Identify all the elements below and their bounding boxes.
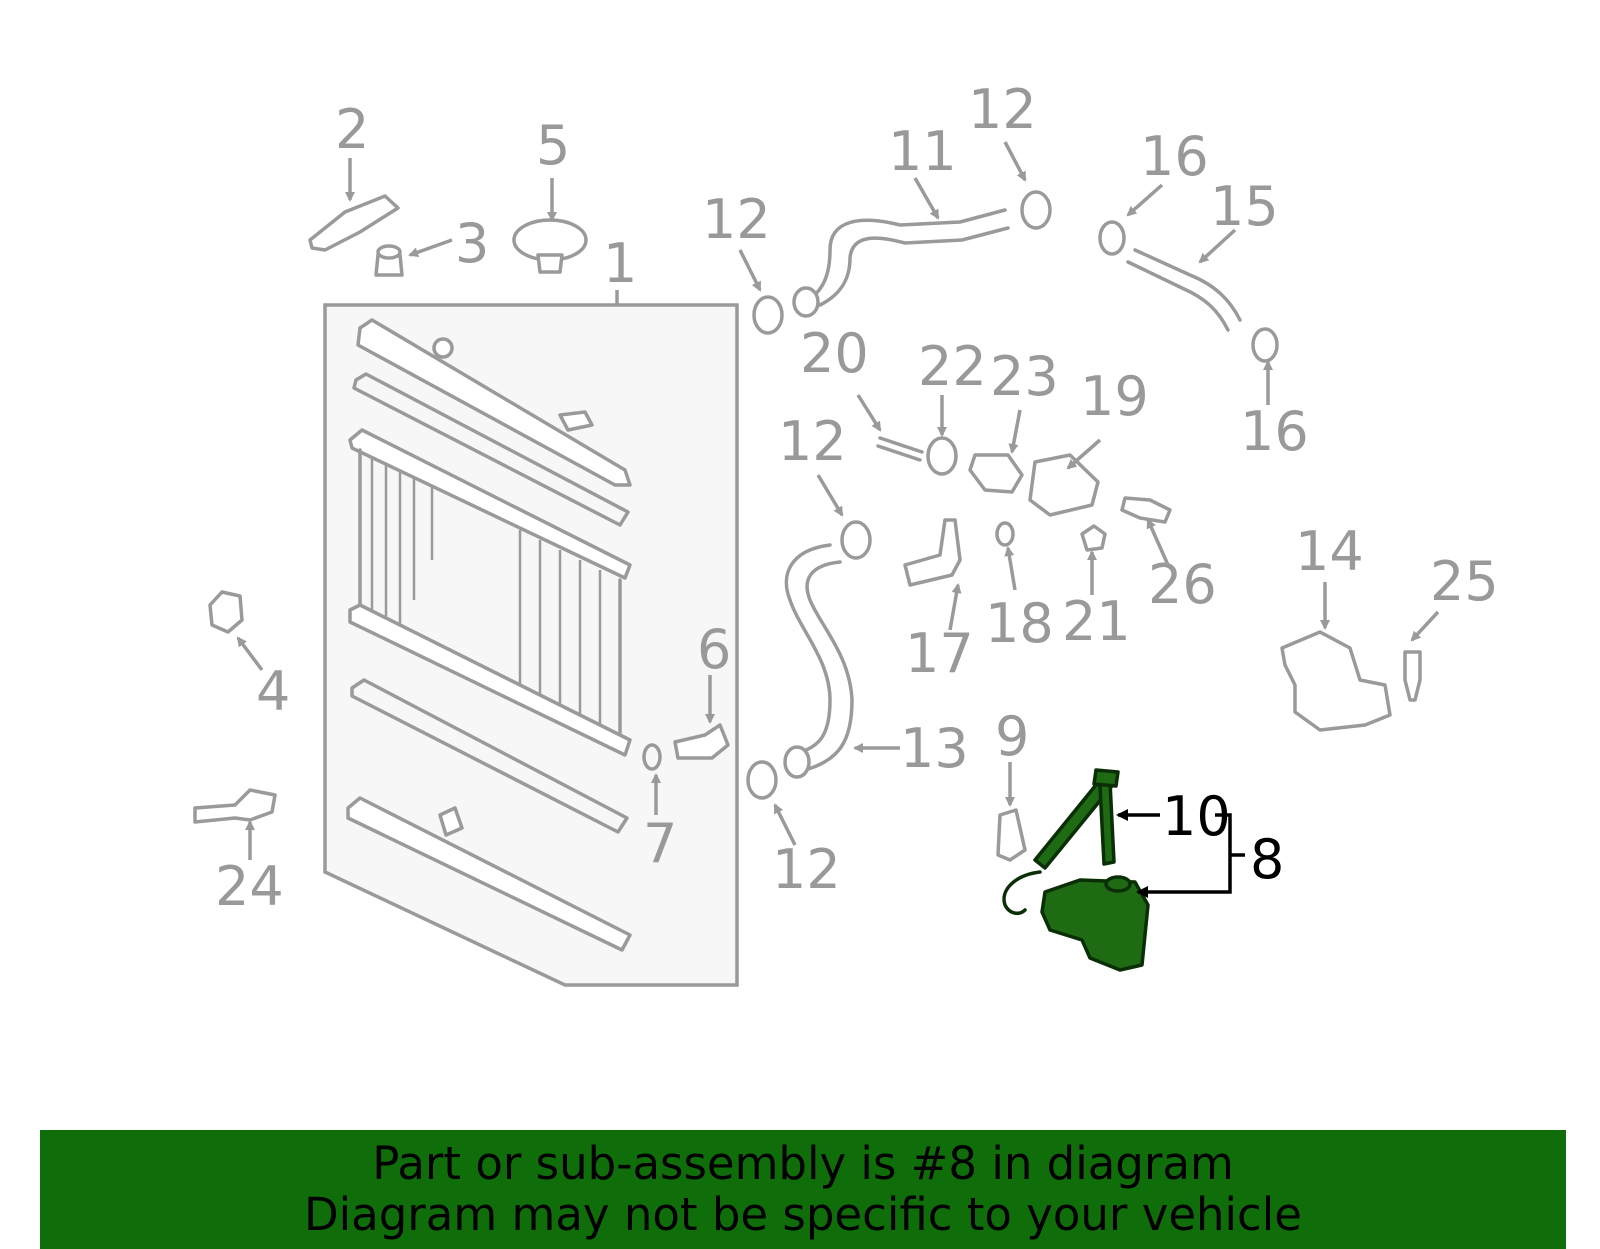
- water-outlet-part-14: [1280, 630, 1392, 732]
- bolt-part-20: [876, 436, 924, 462]
- callout-13: 13: [900, 717, 969, 780]
- banner-line-1: Part or sub-assembly is #8 in diagram: [372, 1137, 1234, 1190]
- callout-8: 8: [1250, 828, 1284, 891]
- callout-3: 3: [455, 212, 489, 275]
- hose-part-11: [792, 208, 1010, 318]
- callout-1: 1: [603, 232, 637, 295]
- nut-part-21: [1080, 524, 1107, 552]
- leader-lines: [236, 141, 1440, 860]
- water-inlet-part-19: [1028, 453, 1100, 517]
- callout-10: 10: [1162, 785, 1231, 848]
- nut-part-4: [208, 590, 244, 634]
- banner-line-2: Diagram may not be specific to your vehi…: [304, 1188, 1302, 1241]
- callout-5: 5: [536, 114, 570, 177]
- info-banner: Part or sub-assembly is #8 in diagram Di…: [40, 1130, 1566, 1249]
- callout-12b: 12: [702, 188, 771, 251]
- callout-4: 4: [256, 660, 290, 723]
- callout-12c: 12: [778, 410, 847, 473]
- radiator-cap-part-5: [512, 218, 588, 274]
- radiator-assembly: [323, 290, 739, 987]
- oring-part-18: [995, 521, 1015, 547]
- bracket-part-2: [308, 194, 400, 252]
- sensor-part-25: [1403, 650, 1422, 702]
- callout-23: 23: [990, 345, 1059, 408]
- callout-20: 20: [800, 322, 869, 385]
- callout-15: 15: [1210, 175, 1279, 238]
- callout-11: 11: [888, 120, 957, 183]
- hose-part-15: [1126, 248, 1242, 332]
- gasket-part-22: [926, 436, 958, 476]
- callout-19: 19: [1080, 365, 1149, 428]
- callout-12d: 12: [772, 838, 841, 901]
- callout-18: 18: [985, 592, 1054, 655]
- highlight-leader-lines: [1116, 809, 1245, 898]
- thermostat-part-23: [968, 453, 1024, 494]
- callout-2: 2: [335, 98, 369, 161]
- callout-7: 7: [643, 812, 677, 875]
- callout-12a: 12: [968, 78, 1037, 141]
- pipe-part-17: [903, 518, 962, 587]
- clip-part-9: [996, 808, 1027, 862]
- callout-22: 22: [918, 335, 987, 398]
- callout-16b: 16: [1240, 400, 1309, 463]
- drain-cock-part-6: [673, 723, 730, 760]
- callout-6: 6: [697, 618, 731, 681]
- callout-24: 24: [215, 855, 284, 918]
- cushion-part-3: [374, 244, 404, 277]
- callout-14: 14: [1295, 520, 1364, 583]
- oring-part-7: [642, 743, 662, 771]
- callout-16a: 16: [1140, 125, 1209, 188]
- callout-17: 17: [905, 622, 974, 685]
- callout-9: 9: [995, 705, 1029, 768]
- callout-25: 25: [1430, 550, 1499, 613]
- hose-part-13: [783, 543, 854, 779]
- sensor-part-26: [1120, 496, 1172, 524]
- reservoir-tank-assembly-highlighted: [1002, 768, 1150, 972]
- callout-21: 21: [1062, 590, 1131, 653]
- clamp-parts-12: [746, 190, 1052, 800]
- callout-26: 26: [1148, 553, 1217, 616]
- sensor-part-24: [193, 788, 277, 824]
- callout-labels: 1 2 3 4 5 6 7 8 9 10 11 12 12 12 12 13 1…: [215, 78, 1499, 918]
